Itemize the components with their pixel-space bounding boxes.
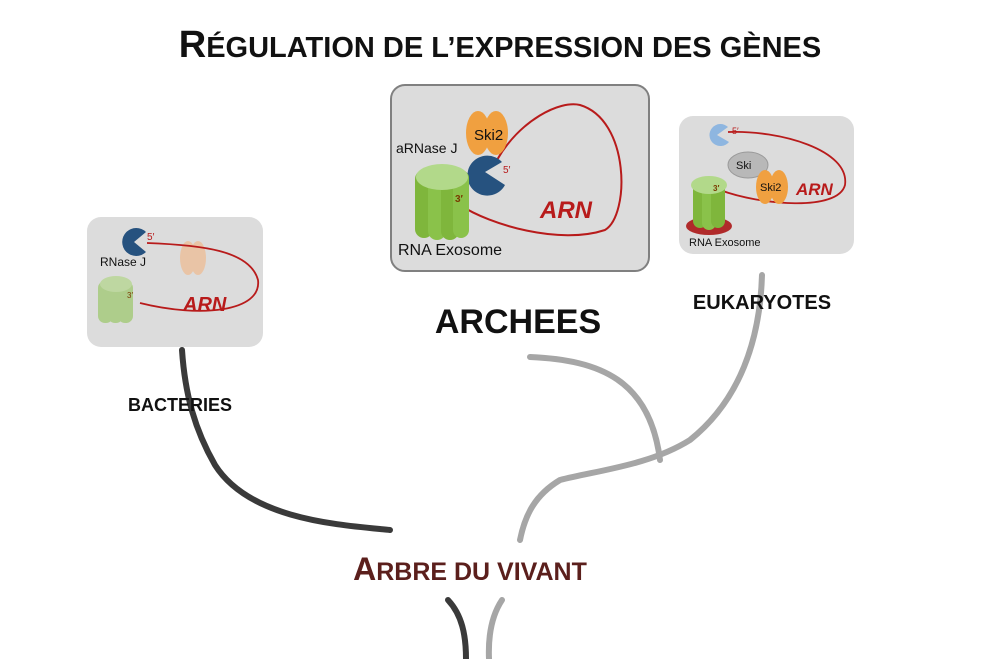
bacteria-faded-helicase [180,241,206,275]
eukaryotes-ski2-icon [756,170,788,204]
eukaryotes-five-prime: 5′ [732,126,739,136]
archaea-helicase-label: Ski2 [474,127,503,144]
eukaryotes-three-prime: 3′ [713,184,719,193]
eukaryotes-exosome-icon [691,176,727,230]
eukaryotes-exosome-label: RNA Exosome [689,237,761,249]
page-title: RÉGULATION DE L’EXPRESSION DES GÈNES [179,24,821,66]
eukaryotes-ski-complex-icon [727,151,769,179]
archaea-exosome-icon [415,164,469,240]
eukaryotes-ski-label: Ski [736,160,751,172]
archaea-rna-label: ARN [539,197,593,224]
bacteria-enzyme-label: RNase J [100,255,146,269]
archaea-rna-strand [459,103,623,237]
archaea-enzyme-label: aRNase J [396,140,457,156]
eukaryotes-helicase-label: Ski2 [760,182,781,194]
eukaryotes-panel: 5′ Ski Ski2 3′ ARN RNA Exosome [679,116,854,254]
tree-of-life [179,272,765,659]
eukaryotes-domain-label: EUKARYOTES [693,292,831,314]
archaea-three-prime: 3′ [455,194,464,205]
bacteria-rnase-j-icon [122,227,146,256]
bacteria-rna-strand [139,242,259,312]
branch-eukaryotes [517,272,765,543]
archaea-domain-label: ARCHEES [435,303,601,341]
trunk-dark [445,597,469,659]
branch-bacteria [179,347,393,533]
archaea-panel: Ski2 5′ aRNase J 3′ ARN RNA Exosome [390,84,650,272]
bacteria-five-prime: 5′ [147,232,155,243]
archaea-ski2-icon [466,111,508,155]
archaea-five-prime: 5′ [503,165,511,176]
archaea-rnase-j-icon [467,155,505,196]
bacteria-rna-label: ARN [182,294,227,316]
eukaryotes-rnase-icon [709,124,729,147]
bacteria-domain-label: BACTERIES [128,395,232,415]
eukaryotes-rna-label: ARN [795,180,834,199]
bacteria-panel: 5′ RNase J 3′ ARN [87,217,263,347]
bacteria-three-prime: 3′ [127,291,133,300]
branch-archaea [527,354,663,463]
bacteria-exosome-icon [98,276,133,323]
archaea-exosome-label: RNA Exosome [398,242,502,259]
trunk-light [485,597,505,659]
tree-label: ARBRE DU VIVANT [353,551,587,587]
